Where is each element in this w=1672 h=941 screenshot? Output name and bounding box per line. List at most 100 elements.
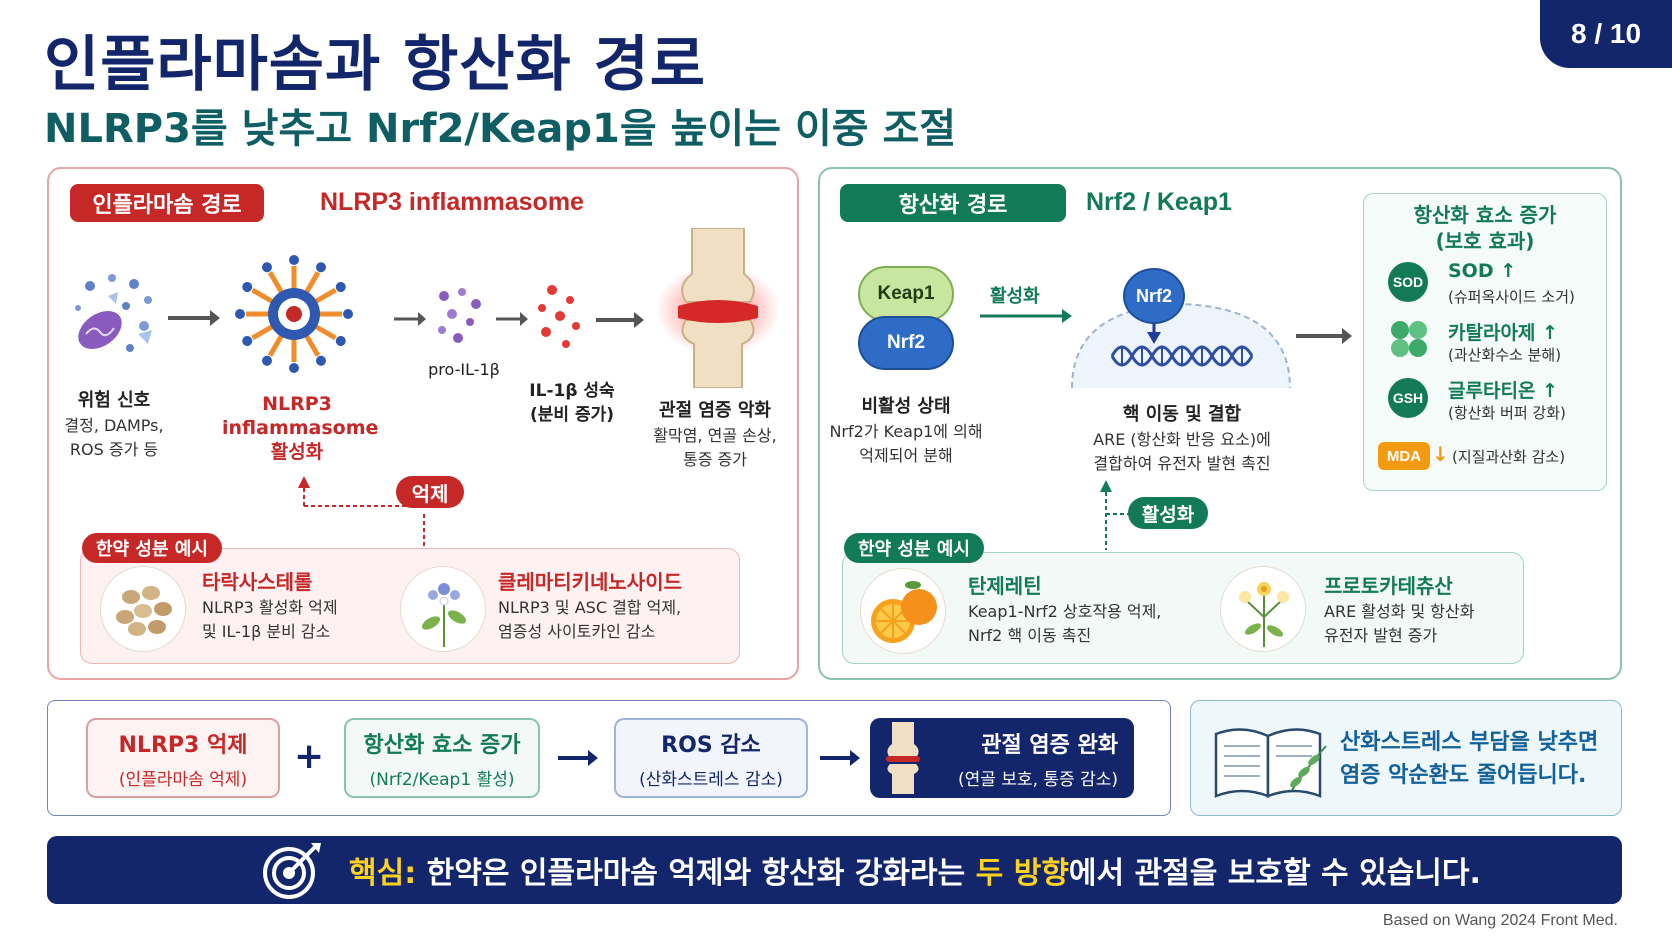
note-line1: 산화스트레스 부담을 낮추면 <box>1340 730 1599 755</box>
inflamed-joint-icon <box>656 228 780 388</box>
mda-badge: MDA <box>1378 442 1430 470</box>
arrow-right-icon <box>168 310 220 326</box>
joint-worse-desc2: 통증 증가 <box>683 450 747 469</box>
herb-name-tangeretin: 탄제레틴 <box>968 574 1042 598</box>
key-text-1: 한약은 인플라마솜 억제와 항산화 강화라는 <box>416 856 976 891</box>
herb-desc-tangeretin-1: Keap1-Nrf2 상호작용 억제, <box>968 602 1162 621</box>
inactive-state-desc1: Nrf2가 Keap1에 의해 <box>829 422 983 441</box>
nucleus-desc2: 결합하여 유전자 발현 촉진 <box>1093 454 1271 473</box>
inactive-state-desc2: 억제되어 분해 <box>859 446 953 465</box>
plus-sign: + <box>294 736 325 777</box>
enzyme-box-title2: (보호 효과) <box>1435 229 1535 253</box>
flow-step-nlrp3: NLRP3 억제 (인플라마솜 억제) <box>86 718 280 798</box>
nlrp3-label-line2: inflammasome <box>222 417 379 439</box>
nlrp3-inflammasome-icon <box>235 255 353 373</box>
keap1-shape: Keap1 <box>858 266 954 322</box>
inactive-state-title: 비활성 상태 <box>861 396 951 417</box>
target-icon <box>263 843 321 899</box>
enzyme-gsh-name: 글루타티온 ↑ <box>1448 380 1558 402</box>
key-text-2: 에서 관절을 보호할 수 있습니다. <box>1068 856 1481 891</box>
enzyme-box-title1: 항산화 효소 증가 <box>1413 203 1557 227</box>
nlrp3-label-line3: 활성화 <box>270 441 324 463</box>
flow-step-title: 관절 염증 완화 <box>981 732 1118 758</box>
arrow-right-icon <box>820 750 860 766</box>
flow-step-sub: (인플라마솜 억제) <box>118 769 248 790</box>
herb-tag-antioxidant: 한약 성분 예시 <box>844 533 984 563</box>
herb-desc-clematichinenoside-2: 염증성 사이토카인 감소 <box>498 622 656 641</box>
antioxidant-pill: 항산화 경로 <box>840 184 1066 222</box>
mda-arrow: ↓ <box>1432 442 1449 466</box>
page-subtitle: NLRP3를 낮추고 Nrf2/Keap1을 높이는 이중 조절 <box>44 106 957 152</box>
activation-arrow-icon <box>980 309 1072 323</box>
inhibit-tag: 억제 <box>396 476 464 508</box>
herb-name-protocatechuic: 프로토카테츄산 <box>1324 574 1453 598</box>
catalase-icon <box>1391 321 1427 357</box>
il1b-label-line2: (분비 증가) <box>529 405 615 425</box>
note-line2: 염증 악순환도 줄어듭니다. <box>1340 763 1587 788</box>
page-number: 8 / 10 <box>1540 0 1672 68</box>
enzyme-catalase-desc: (과산화수소 분해) <box>1448 346 1562 364</box>
key-label: 핵심: <box>349 856 417 891</box>
activation-tag: 활성화 <box>1128 497 1208 529</box>
activation-arrow-label: 활성화 <box>990 286 1040 307</box>
arrow-right-icon <box>596 312 644 328</box>
pro-il1b-label: pro-IL-1β <box>428 360 500 379</box>
flow-step-title: NLRP3 억제 <box>118 732 248 758</box>
joint-worse-title: 관절 염증 악화 <box>659 400 771 421</box>
tangeretin-image <box>860 568 946 654</box>
flow-step-sub: (연골 보호, 통증 감소) <box>958 769 1118 790</box>
nrf2-shape-active: Nrf2 <box>1123 268 1185 324</box>
flow-step-title: 항산화 효소 증가 <box>363 732 521 758</box>
antioxidant-heading: Nrf2 / Keap1 <box>1086 188 1232 216</box>
healthy-joint-icon <box>886 722 920 794</box>
flow-step-antioxidant: 항산화 효소 증가 (Nrf2/Keap1 활성) <box>344 718 540 798</box>
il1b-mature-icon <box>538 285 580 348</box>
herb-examples-antioxidant <box>842 552 1524 664</box>
danger-signal-desc1: 결정, DAMPs, <box>64 416 164 435</box>
enzyme-gsh-desc: (항산화 버퍼 강화) <box>1448 404 1566 422</box>
danger-signal-title: 위험 신호 <box>77 390 151 411</box>
herb-tag-inflammasome: 한약 성분 예시 <box>82 533 222 563</box>
source-citation: Based on Wang 2024 Front Med. <box>1382 912 1618 929</box>
arrow-right-icon <box>496 312 528 326</box>
arrow-right-icon <box>558 750 598 766</box>
arrow-right-icon <box>1296 328 1352 344</box>
enzyme-sod-name: SOD ↑ <box>1448 260 1517 282</box>
arrow-right-icon <box>394 312 426 326</box>
enzyme-catalase-name: 카탈라아제 ↑ <box>1448 322 1558 344</box>
flow-step-sub: (Nrf2/Keap1 활성) <box>369 769 515 790</box>
herb-desc-protocatechuic-2: 유전자 발현 증가 <box>1324 626 1438 645</box>
key-message-bar: 핵심: 한약은 인플라마솜 억제와 항산화 강화라는 두 방향에서 관절을 보호… <box>47 836 1622 904</box>
flow-step-ros: ROS 감소 (산화스트레스 감소) <box>614 718 808 798</box>
mda-desc: (지질과산화 감소) <box>1452 448 1566 466</box>
clematichinenoside-image <box>400 566 486 652</box>
flow-step-sub: (산화스트레스 감소) <box>639 769 783 790</box>
protocatechuic-acid-image <box>1220 566 1306 652</box>
il1b-label-line1: IL-1β 성숙 <box>529 381 615 401</box>
key-highlight: 두 방향 <box>975 856 1069 891</box>
herb-desc-clematichinenoside-1: NLRP3 및 ASC 결합 억제, <box>498 598 682 617</box>
inflammasome-pill: 인플라마솜 경로 <box>70 184 264 222</box>
page-title: 인플라마솜과 항산화 경로 <box>44 30 706 100</box>
herb-desc-tangeretin-2: Nrf2 핵 이동 촉진 <box>968 626 1092 645</box>
flow-step-title: ROS 감소 <box>661 732 761 758</box>
sod-badge: SOD <box>1388 262 1428 302</box>
nucleus-dna-icon <box>1071 302 1291 389</box>
joint-worse-desc1: 활막염, 연골 손상, <box>653 426 777 445</box>
gsh-badge: GSH <box>1388 378 1428 418</box>
herb-desc-taraxasterol-2: 및 IL-1β 분비 감소 <box>202 622 331 641</box>
danger-signal-icon <box>75 274 152 352</box>
pro-il1b-icon <box>438 288 481 343</box>
herb-desc-protocatechuic-1: ARE 활성화 및 항산화 <box>1324 602 1475 621</box>
herb-name-clematichinenoside: 클레마티키네노사이드 <box>498 570 682 594</box>
nrf2-shape-inactive: Nrf2 <box>858 316 954 370</box>
taraxasterol-image <box>100 566 186 652</box>
inflammasome-heading: NLRP3 inflammasome <box>320 188 584 216</box>
nucleus-title: 핵 이동 및 결합 <box>1122 404 1242 425</box>
herb-desc-taraxasterol-1: NLRP3 활성화 억제 <box>202 598 338 617</box>
danger-signal-desc2: ROS 증가 등 <box>69 440 159 459</box>
open-book-icon <box>1214 728 1327 798</box>
enzyme-sod-desc: (슈퍼옥사이드 소거) <box>1448 288 1575 306</box>
nucleus-desc1: ARE (항산화 반응 요소)에 <box>1093 430 1271 449</box>
nlrp3-label-line1: NLRP3 <box>262 393 332 415</box>
